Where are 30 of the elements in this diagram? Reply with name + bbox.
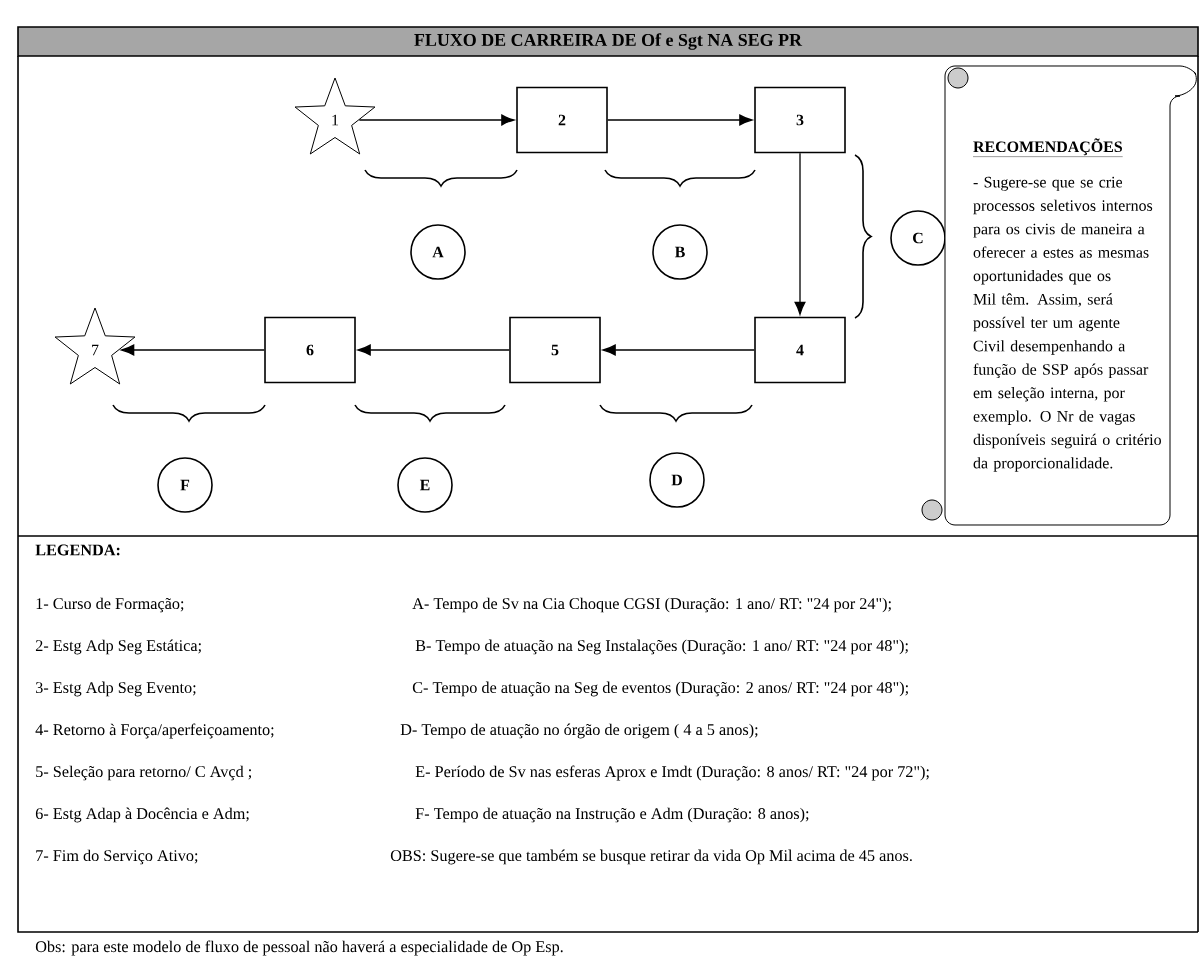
legend-entry: 7- Fim do Serviço Ativo; bbox=[36, 849, 198, 865]
legend-entry: 2- Estg Adp Seg Estática; bbox=[35, 639, 201, 655]
arrow bbox=[357, 344, 510, 356]
legend-entry: A- Tempo de Sv na Cia Choque CGSI (Duração: 1 ano/ RT: "24 por 24"); bbox=[412, 597, 891, 613]
legend-entry: C- Tempo de atuação na Seg de eventos (Duração: 2 anos/ RT: "24 por 48"); bbox=[412, 681, 908, 697]
process-box: 4 bbox=[754, 316, 846, 384]
legend-entry: 4- Retorno à Força/aperfeiçoamento; bbox=[35, 723, 274, 739]
note: Obs: para este modelo de fluxo de pessoal não haverá a especialidade de Op Esp. bbox=[35, 940, 563, 956]
legend-entry: 6- Estg Adap à Docência e Adm; bbox=[35, 807, 249, 823]
legend-entry: 5- Seleção para retorno/ C Avçd ; bbox=[36, 765, 251, 781]
heading: LEGENDA: bbox=[35, 544, 120, 556]
star-node: 1 bbox=[294, 77, 376, 155]
process-box: 3 bbox=[754, 86, 846, 154]
star-node: 7 bbox=[54, 307, 136, 385]
legend-entry: OBS: Sugere-se que também se busque retirar da vida Op Mil acima de 45 anos. bbox=[390, 849, 912, 865]
legend-entry: 1- Curso de Formação; bbox=[36, 597, 184, 613]
process-box: 5 bbox=[509, 316, 601, 384]
legend-entry: B- Tempo de atuação na Seg Instalações (Duração: 1 ano/ RT: "24 por 48"); bbox=[415, 639, 908, 655]
arrow bbox=[794, 152, 806, 315]
title-band: FLUXO DE CARREIRA DE Of e Sgt NA SEG PR bbox=[17, 26, 1199, 57]
process-box: 6 bbox=[264, 316, 356, 384]
legend-entry: 3- Estg Adp Seg Evento; bbox=[36, 681, 196, 697]
legend-entry: F- Tempo de atuação na Instrução e Adm (Duração: 8 anos); bbox=[415, 807, 809, 823]
legend-entry: D- Tempo de atuação no órgão de origem ( 4 a 5 anos); bbox=[400, 723, 758, 739]
arrow bbox=[607, 114, 753, 126]
legend-entry: E- Período de Sv nas esferas Aprox e Imdt (Duração: 8 anos/ RT: "24 por 72"); bbox=[415, 765, 929, 781]
arrow bbox=[602, 344, 755, 356]
arrow bbox=[358, 114, 515, 126]
process-box: 2 bbox=[516, 86, 608, 154]
arrow bbox=[121, 344, 265, 356]
